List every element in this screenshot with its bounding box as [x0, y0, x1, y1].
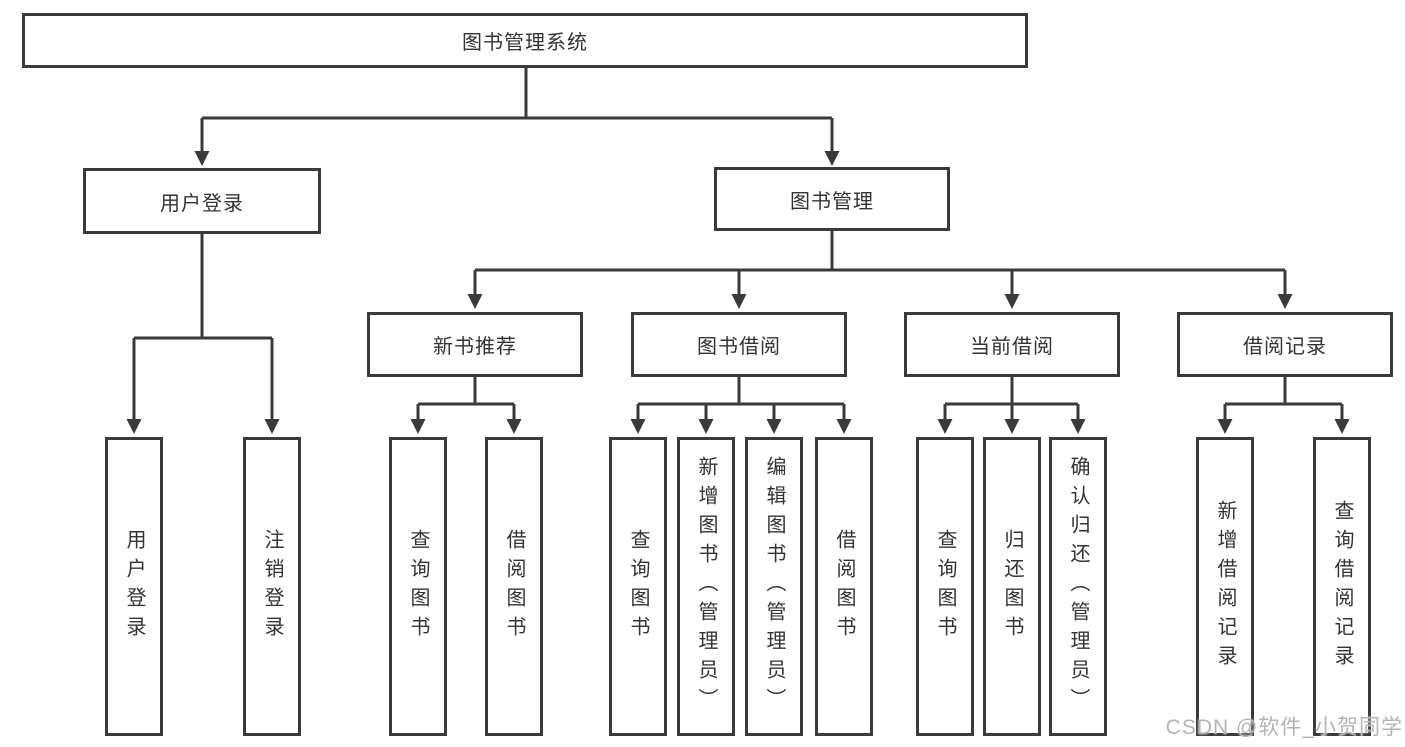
leaf-label: 查询图书: [934, 528, 956, 645]
leaf-label: 查询借阅记录: [1331, 499, 1353, 674]
leaf-label: 查询图书: [407, 528, 429, 645]
leaf-edit-books-admin: 编辑图书（管理员）: [745, 437, 803, 736]
leaf-logout: 注销登录: [243, 437, 301, 736]
leaf-label: 归还图书: [1001, 528, 1023, 645]
node-root: 图书管理系统: [22, 13, 1028, 68]
leaf-query-books-recommend: 查询图书: [389, 437, 447, 736]
leaf-label: 编辑图书（管理员）: [763, 456, 785, 717]
node-book-management: 图书管理: [714, 167, 950, 231]
leaf-borrow-books: 借阅图书: [815, 437, 873, 736]
leaf-label: 查询图书: [627, 528, 649, 645]
node-new-book-recommend: 新书推荐: [367, 312, 583, 377]
leaf-label: 确认归还（管理员）: [1067, 456, 1089, 717]
leaf-label: 借阅图书: [833, 528, 855, 645]
node-current-borrowing: 当前借阅: [904, 312, 1120, 377]
node-borrowing-records-label: 借阅记录: [1243, 336, 1327, 358]
leaf-query-books-borrowing: 查询图书: [609, 437, 667, 736]
leaf-borrow-books-recommend: 借阅图书: [485, 437, 543, 736]
node-user-login: 用户登录: [83, 168, 321, 234]
node-current-borrowing-label: 当前借阅: [970, 336, 1054, 358]
leaf-confirm-return-admin: 确认归还（管理员）: [1049, 437, 1107, 736]
leaf-add-borrow-record: 新增借阅记录: [1196, 437, 1254, 736]
node-root-label: 图书管理系统: [462, 32, 588, 54]
leaf-query-borrow-record: 查询借阅记录: [1313, 437, 1371, 736]
leaf-label: 新增图书（管理员）: [695, 456, 717, 717]
leaf-query-books-current: 查询图书: [916, 437, 974, 736]
node-borrowing-records: 借阅记录: [1177, 312, 1393, 377]
csdn-watermark: CSDN @软件_小贺同学: [1165, 716, 1403, 739]
node-book-management-label: 图书管理: [790, 190, 874, 213]
node-book-borrowing: 图书借阅: [631, 312, 847, 377]
leaf-label: 借阅图书: [503, 528, 525, 645]
node-user-login-label: 用户登录: [160, 192, 244, 215]
leaf-user-login: 用户登录: [105, 437, 163, 736]
leaf-label: 新增借阅记录: [1214, 499, 1236, 674]
leaf-label: 用户登录: [123, 528, 145, 645]
leaf-return-books: 归还图书: [983, 437, 1041, 736]
leaf-add-books-admin: 新增图书（管理员）: [677, 437, 735, 736]
node-new-book-recommend-label: 新书推荐: [433, 336, 517, 358]
node-book-borrowing-label: 图书借阅: [697, 336, 781, 358]
leaf-label: 注销登录: [261, 528, 283, 645]
